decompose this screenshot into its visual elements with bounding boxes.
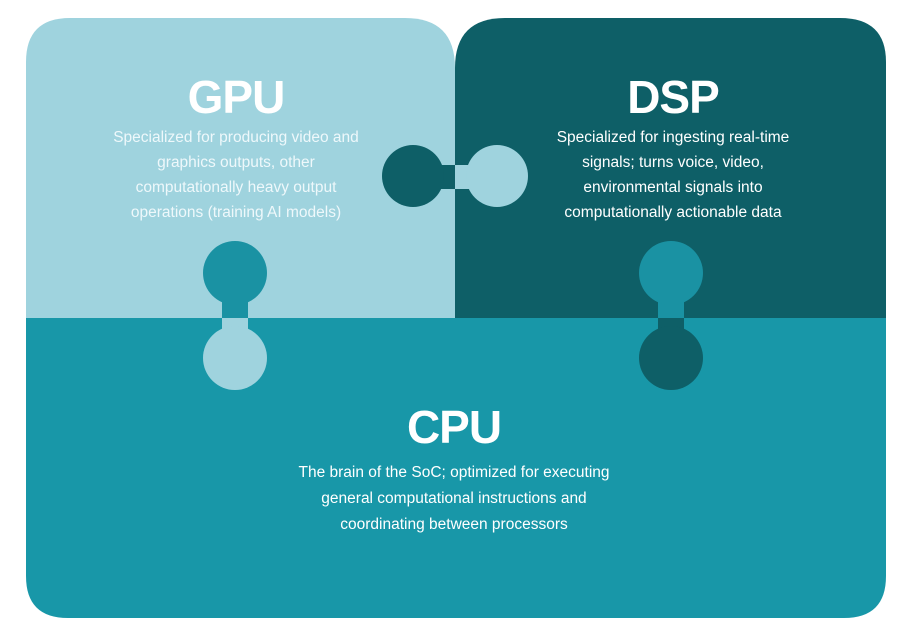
dsp-piece: [455, 18, 886, 318]
description-line: computationally actionable data: [564, 204, 782, 221]
description-line: environmental signals into: [583, 179, 763, 196]
cpu-description: The brain of the SoC; optimized for exec…: [254, 460, 654, 538]
connector-dsp-cpu: [639, 241, 703, 390]
description-line: graphics outputs, other: [157, 154, 315, 171]
cpu-title: CPU: [406, 401, 502, 453]
description-line: general computational instructions and: [321, 490, 587, 507]
gpu-title: GPU: [187, 71, 286, 123]
description-line: computationally heavy output: [135, 179, 337, 196]
description-line: signals; turns voice, video,: [582, 154, 764, 171]
description-line: Specialized for ingesting real-time: [556, 129, 790, 146]
description-line: coordinating between processors: [340, 516, 568, 533]
dsp-description: Specialized for ingesting real-time signa…: [498, 125, 848, 225]
connector-knob-dark: [382, 145, 444, 207]
description-line: operations (training AI models): [130, 204, 342, 221]
description-line: The brain of the SoC; optimized for exec…: [298, 464, 610, 481]
connector-knob-light: [466, 145, 528, 207]
connector-knob-teal: [203, 241, 267, 305]
description-line: Specialized for producing video and: [113, 129, 359, 146]
connector-gpu-dsp: [382, 145, 528, 207]
connector-gpu-cpu: [203, 241, 267, 390]
cpu-piece: [26, 318, 886, 618]
gpu-piece: [26, 18, 455, 318]
dsp-title: DSP: [627, 71, 720, 123]
gpu-description: Specialized for producing video and graph…: [86, 125, 386, 225]
connector-knob-dark: [639, 326, 703, 390]
connector-knob-light: [203, 326, 267, 390]
connector-knob-teal: [639, 241, 703, 305]
